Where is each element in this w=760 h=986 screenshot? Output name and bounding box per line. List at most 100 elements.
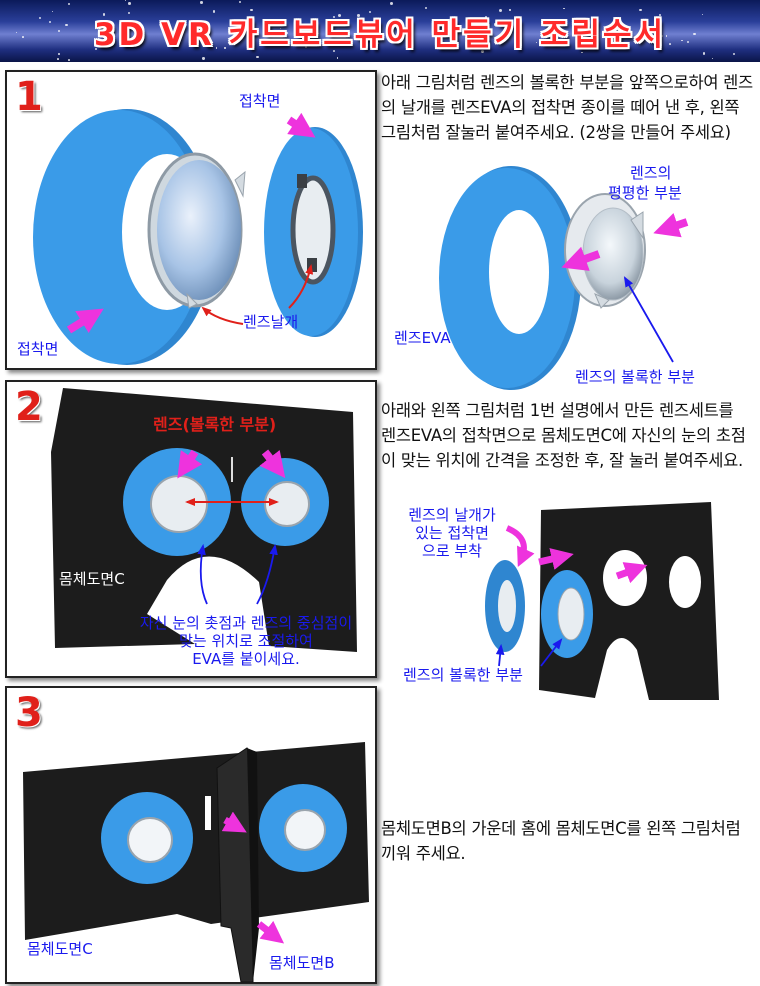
star-dot (238, 1, 241, 4)
star-dot (369, 10, 372, 13)
star-dot (693, 32, 696, 36)
star-dot (256, 55, 259, 59)
body-panel-c-assembled (23, 742, 369, 940)
label-lens-flat-1: 렌즈의 (630, 164, 672, 182)
star-dot (593, 30, 596, 33)
lens-eva-ring-adhesive (264, 127, 363, 337)
star-dot (485, 33, 488, 36)
star-dot (39, 16, 42, 19)
star-dot (58, 29, 61, 33)
star-dot (94, 47, 97, 50)
star-dot (332, 50, 335, 53)
star-dot (285, 32, 288, 35)
step-2-right-illustration (485, 502, 719, 700)
star-dot (681, 39, 683, 41)
star-dot (668, 43, 671, 46)
star-dot (200, 1, 204, 5)
star-dot (733, 53, 735, 56)
star-dot (400, 25, 404, 29)
star-dot (573, 27, 575, 29)
star-dot (51, 11, 53, 13)
label-lens-flat-2: 평평한 부분 (608, 184, 682, 202)
star-dot (139, 39, 142, 42)
star-dot (246, 26, 250, 30)
star-dot (659, 13, 662, 17)
label-lens-wing: 렌즈날개 (243, 313, 299, 331)
label-focus-2: 맞는 위치로 조절하여 (179, 632, 313, 650)
star-dot (711, 58, 713, 60)
star-dot (377, 42, 380, 44)
label-body-c-step3: 몸체도면C (27, 940, 93, 958)
star-dot (212, 10, 216, 13)
star-dot (332, 15, 335, 18)
step-1-panel: 1 접착면 렌즈날개 접착면 (5, 70, 377, 370)
step-2-panel: 2 렌즈(볼록한 부분) 몸체도면C 자신 눈의 촛점과 렌즈의 중심점이 맞는… (5, 380, 377, 678)
star-dot (224, 47, 226, 49)
star-dot (103, 13, 106, 16)
star-dot (687, 40, 690, 43)
label-lens-convex-1: 렌즈의 볼록한 부분 (575, 368, 695, 386)
label-adhesive-top: 접착면 (239, 92, 281, 110)
star-dot (335, 30, 338, 32)
body-panel-b-insert (216, 747, 259, 983)
label-lens-eva: 렌즈EVA (394, 329, 451, 347)
body-panel-c-perspective (539, 502, 719, 700)
star-dot (639, 8, 642, 12)
step-1-right-illustration (439, 166, 689, 390)
star-dot (356, 14, 360, 17)
star-dot (563, 7, 565, 10)
page-title: 3D VR 카드보드뷰어 만들기 조립순서 (93, 17, 667, 53)
star-dot (57, 58, 60, 61)
label-body-b: 몸체도면B (269, 954, 335, 972)
star-dot (661, 35, 664, 38)
star-dot (336, 57, 338, 59)
star-dot (499, 9, 503, 13)
step-1-illustration (33, 109, 363, 365)
star-dot (124, 0, 127, 2)
star-dot (58, 52, 61, 55)
label-lens-convex-title: 렌즈(볼록한 부분) (153, 415, 277, 434)
star-dot (22, 36, 24, 38)
step-2-illustration (51, 388, 357, 652)
label-wing-attach-2: 있는 접착면 (415, 524, 489, 542)
star-dot (68, 2, 71, 5)
star-dot (516, 38, 518, 41)
step-2-description: 아래와 왼쪽 그림처럼 1번 설명에서 만든 렌즈세트를 렌즈EVA의 접착면으… (381, 401, 746, 470)
step-1-number: 1 (15, 74, 43, 120)
star-dot (279, 28, 281, 30)
star-dot (304, 45, 307, 48)
star-dot (481, 49, 485, 53)
star-dot (535, 41, 538, 44)
label-lens-convex-2: 렌즈의 볼록한 부분 (403, 666, 523, 684)
star-dot (65, 24, 68, 27)
star-dot (509, 9, 511, 11)
step-3-description: 몸체도면B의 가운데 홈에 몸체도면C를 왼쪽 그림처럼 끼워 주세요. (381, 819, 741, 863)
label-wing-attach-3: 으로 부착 (422, 542, 482, 560)
star-dot (15, 32, 18, 34)
star-dot (127, 12, 131, 15)
star-dot (48, 21, 51, 24)
step-3-illustration (23, 742, 369, 983)
star-dot (666, 35, 668, 37)
star-dot (337, 13, 341, 17)
label-body-c: 몸체도면C (59, 570, 125, 588)
star-dot (250, 9, 253, 12)
lens-convex (147, 152, 246, 309)
star-dot (389, 2, 393, 6)
header-banner: 3D VR 카드보드뷰어 만들기 조립순서 (0, 0, 760, 62)
step-2-number: 2 (15, 384, 43, 430)
star-dot (702, 51, 706, 55)
star-dot (202, 57, 205, 60)
step-3-panel: 3 몸체도면C 몸체도면B (5, 686, 377, 984)
star-dot (484, 16, 487, 19)
star-dot (425, 6, 428, 9)
star-dot (317, 33, 320, 35)
star-dot (272, 35, 274, 37)
star-dot (494, 23, 497, 26)
star-dot (266, 21, 270, 24)
lens-eva-ring-side (439, 166, 581, 390)
star-dot (127, 2, 131, 5)
lens-set-left (123, 448, 231, 556)
label-focus-1: 자신 눈의 촛점과 렌즈의 중심점이 (139, 614, 353, 632)
star-dot (215, 46, 218, 49)
